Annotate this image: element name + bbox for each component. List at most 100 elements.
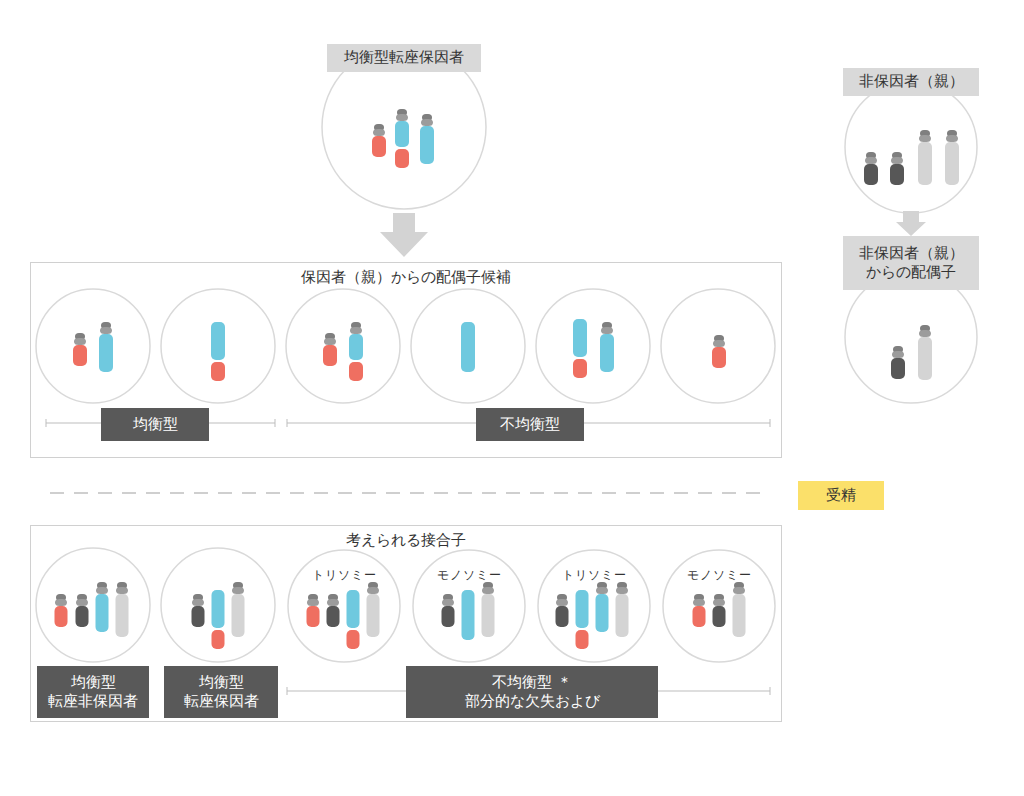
- zygote-circle: [161, 548, 275, 662]
- chromosome-arm: [596, 594, 609, 632]
- tag-label: 均衡型転座保因者: [327, 44, 481, 72]
- circle-outline: [288, 550, 400, 662]
- chromosome-arm: [891, 358, 905, 379]
- parent-circle: 均衡型転座保因者: [321, 44, 487, 210]
- chromosome-icon: [367, 582, 380, 637]
- chromosome-icon: [918, 130, 932, 185]
- chromosome-arm: [367, 594, 380, 637]
- gamete-circle: [661, 289, 775, 403]
- chromosome-icon: [616, 582, 629, 637]
- chromosome-icon: [211, 322, 225, 381]
- block-arrow: [896, 211, 926, 236]
- chromosome-icon: [890, 152, 904, 185]
- chromosome-arm: [372, 136, 386, 157]
- chromosome-knob: [367, 587, 379, 594]
- chromosome-arm: [395, 149, 409, 168]
- chromosome-arm: [945, 142, 959, 185]
- chromosome-arm: [482, 594, 495, 637]
- gamete-circle: [161, 289, 275, 403]
- chromosome-knob: [307, 599, 319, 606]
- chromosome-icon: [192, 594, 205, 627]
- circle-outline: [538, 550, 650, 662]
- chromosome-knob: [96, 587, 108, 594]
- chromosome-arm: [347, 630, 360, 649]
- zygote-circle: モノソミー: [662, 549, 776, 663]
- chromosome-icon: [945, 130, 959, 185]
- chromosome-arm: [73, 345, 87, 366]
- circle-outline: [663, 550, 775, 662]
- chromosome-arm: [573, 359, 587, 378]
- circle-outline: [412, 549, 526, 663]
- chromosome-icon: [573, 319, 587, 378]
- chromosome-arm: [55, 606, 68, 627]
- chromosome-knob: [713, 599, 725, 606]
- chromosome-arm: [733, 594, 746, 637]
- zygote-circle: モノソミー: [412, 549, 526, 663]
- chromosome-knob: [596, 587, 608, 594]
- chromosome-icon: [116, 582, 129, 637]
- bracket-lines: [46, 419, 770, 695]
- category-label-box: 不均衡型: [476, 408, 584, 441]
- chromosome-arm: [116, 594, 129, 637]
- chromosome-knob: [232, 587, 244, 594]
- chromosome-knob: [733, 587, 745, 594]
- gamete-circle: [36, 289, 150, 403]
- tag-label: 非保因者（親）: [843, 68, 979, 96]
- circle-outline: [537, 549, 651, 663]
- chromosome-knob: [919, 135, 931, 142]
- chromosome-icon: [349, 322, 363, 381]
- chromosome-arm: [307, 606, 320, 627]
- chromosome-icon: [55, 594, 68, 627]
- category-label: 不均衡型 ＊部分的な欠失および: [406, 673, 658, 712]
- chromosome-arm: [890, 164, 904, 185]
- chromosome-icon: [420, 114, 434, 164]
- chromosome-arm: [212, 630, 225, 649]
- chromosome-knob: [482, 587, 494, 594]
- category-label: 均衡型 転座保因者: [164, 673, 278, 712]
- chromosome-knob: [116, 587, 128, 594]
- chromosome-icon: [733, 582, 746, 637]
- chromosome-knob: [892, 351, 904, 358]
- chromosome-knob: [601, 327, 613, 334]
- category-label-box: 不均衡型 ＊部分的な欠失および: [406, 666, 658, 718]
- chromosome-arm: [576, 590, 589, 628]
- chromosome-icon: [600, 322, 614, 372]
- chromosome-knob: [693, 599, 705, 606]
- chromosome-knob: [713, 340, 725, 347]
- event-label: 受精: [798, 486, 884, 506]
- group-panel: 考えられる接合子トリソミーモノソミートリソミーモノソミー均衡型 転座非保因者均衡…: [30, 525, 782, 722]
- chromosome-icon: [693, 594, 706, 627]
- chromosome-arm: [211, 362, 225, 381]
- fertilization-divider: [50, 492, 770, 494]
- zygote-type-label: トリソミー: [537, 568, 651, 584]
- chromosome-icon: [372, 124, 386, 157]
- chromosome-knob: [616, 587, 628, 594]
- chromosome-knob: [442, 599, 454, 606]
- chromosome-knob: [55, 599, 67, 606]
- zygote-type-label: モノソミー: [412, 568, 526, 584]
- chromosome-knob: [556, 599, 568, 606]
- chromosome-arm: [99, 334, 113, 372]
- chromosome-arm: [918, 142, 932, 185]
- chromosome-knob: [421, 119, 433, 126]
- chromosome-arm: [864, 164, 878, 185]
- chromosome-knob: [919, 330, 931, 337]
- chromosome-knob: [100, 327, 112, 334]
- chromosome-knob: [350, 327, 362, 334]
- chromosome-arm: [323, 345, 337, 366]
- chromosome-icon: [307, 594, 320, 627]
- circle-outline: [413, 550, 525, 662]
- chromosome-knob: [327, 599, 339, 606]
- category-label: 不均衡型: [476, 415, 584, 435]
- block-arrow: [380, 213, 428, 257]
- chromosome-arm: [96, 594, 109, 632]
- gamete-circle: [286, 289, 400, 403]
- panel-title: 考えられる接合子: [31, 531, 781, 551]
- chromosome-knob: [865, 157, 877, 164]
- zygote-circle: トリソミー: [287, 549, 401, 663]
- chromosome-icon: [442, 594, 455, 627]
- chromosome-arm: [395, 121, 409, 147]
- zygote-type-label: モノソミー: [662, 568, 776, 584]
- circle-outline: [845, 81, 977, 213]
